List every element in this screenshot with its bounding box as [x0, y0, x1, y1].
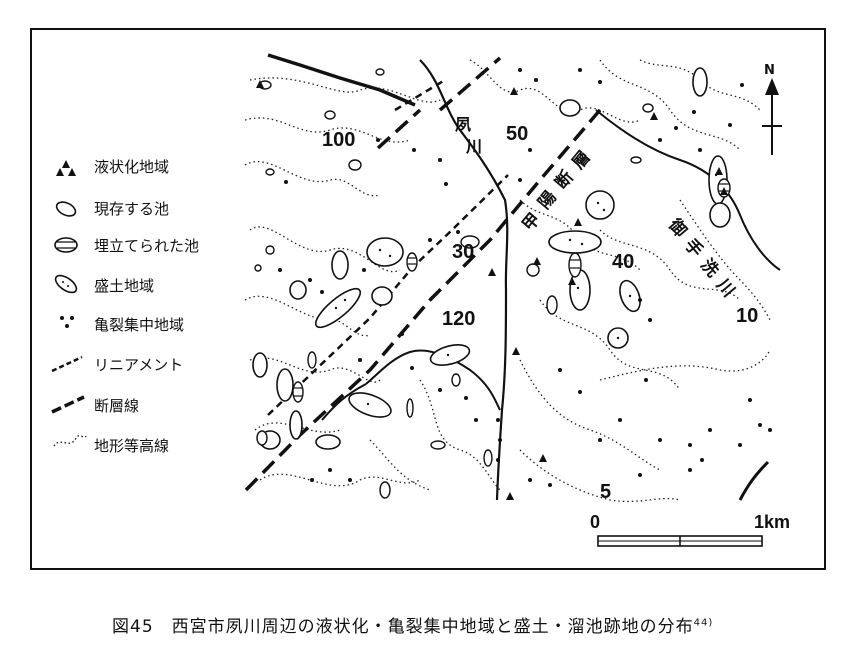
contour-50: 50 [506, 123, 528, 145]
scale-end-label: 1km [754, 512, 790, 532]
legend-item-crack: 亀裂集中地域 [58, 313, 184, 335]
you-char: 陽 [535, 187, 561, 213]
reclaimed-hatching [294, 183, 729, 397]
north-arrow-icon [762, 78, 782, 155]
river-tributary-2 [321, 383, 367, 421]
fault-line-icon [51, 395, 85, 414]
legend-item-fault: 断層線 [58, 394, 139, 416]
legend-label: 現存する池 [94, 199, 170, 218]
river-shukugawa-label: 夙 川 [455, 115, 482, 156]
gawa-char: 川 [465, 137, 482, 156]
liquefaction-triangles [256, 80, 728, 500]
contour-100: 100 [322, 129, 355, 151]
sou-char: 層 [569, 147, 595, 173]
legend-spacer [58, 234, 86, 256]
shuku-char: 夙 [455, 115, 471, 134]
legend-spacer [58, 353, 86, 375]
fill-area-icon [54, 274, 78, 294]
kou-char: 甲 [519, 209, 545, 235]
existing-pond-icon [55, 201, 77, 217]
contour-40: 40 [612, 251, 634, 273]
fault-solid-top [267, 53, 416, 107]
legend-spacer [58, 274, 86, 296]
figure-frame [30, 28, 826, 570]
legend-item-fill-area: 盛土地域 [58, 274, 154, 296]
legend-symbols [51, 160, 87, 447]
crack-dots [278, 68, 772, 487]
legend-spacer [58, 394, 86, 416]
fill-areas [252, 67, 731, 450]
legend-spacer [58, 434, 86, 456]
legend-item-reclaimed-pond: 埋立てられた池 [58, 234, 199, 256]
scale-start-label: 0 [590, 512, 600, 532]
arai-char: 洗 [696, 255, 723, 282]
contour-numbers: 100 50 30 40 120 10 5 [322, 123, 758, 503]
caption-ref: 44) [693, 617, 714, 629]
legend-spacer [58, 155, 86, 177]
contour-10: 10 [736, 305, 758, 327]
legend-spacer [58, 313, 86, 335]
legend-item-lineament: リニアメント [58, 353, 183, 375]
legend-item-existing-pond: 現存する池 [58, 197, 169, 219]
legend-label: 埋立てられた池 [94, 236, 200, 255]
legend-item-contour: 地形等高線 [58, 434, 169, 456]
lineament-line-icon [51, 355, 83, 373]
river-mitarai-lower [738, 460, 770, 501]
contour-30: 30 [452, 241, 474, 263]
kawa-char: 川 [712, 275, 739, 302]
legend-item-liquefaction: 液状化地域 [58, 155, 169, 177]
caption-text: 図45 西宮市夙川周辺の液状化・亀裂集中地域と盛土・溜池跡地の分布 [112, 617, 694, 637]
figure-caption: 図45 西宮市夙川周辺の液状化・亀裂集中地域と盛土・溜池跡地の分布44) [112, 612, 713, 637]
legend-spacer [58, 197, 86, 219]
mitarai-river-label: 御 手 洗 川 [664, 214, 739, 301]
river-shukugawa [419, 59, 509, 501]
legend-label: 断層線 [94, 396, 140, 415]
legend-label: 地形等高線 [94, 436, 170, 455]
legend-label: 盛土地域 [94, 276, 155, 295]
fill-area-dots [334, 173, 722, 406]
dan-char: 断 [551, 167, 578, 194]
liquefaction-triangles-icon [56, 160, 76, 176]
scale-bar [597, 535, 763, 547]
mi-char: 御 [664, 214, 692, 241]
existing-ponds [254, 68, 654, 499]
contour-120: 120 [442, 308, 475, 330]
reclaimed-pond-icon [54, 237, 78, 253]
north-label: N [764, 63, 775, 78]
legend-label: 液状化地域 [94, 157, 170, 176]
crack-dots-icon [60, 316, 74, 328]
te-char: 手 [680, 235, 707, 262]
legend-label: リニアメント [94, 355, 184, 374]
contour-5: 5 [600, 481, 611, 503]
legend-label: 亀裂集中地域 [94, 315, 185, 334]
